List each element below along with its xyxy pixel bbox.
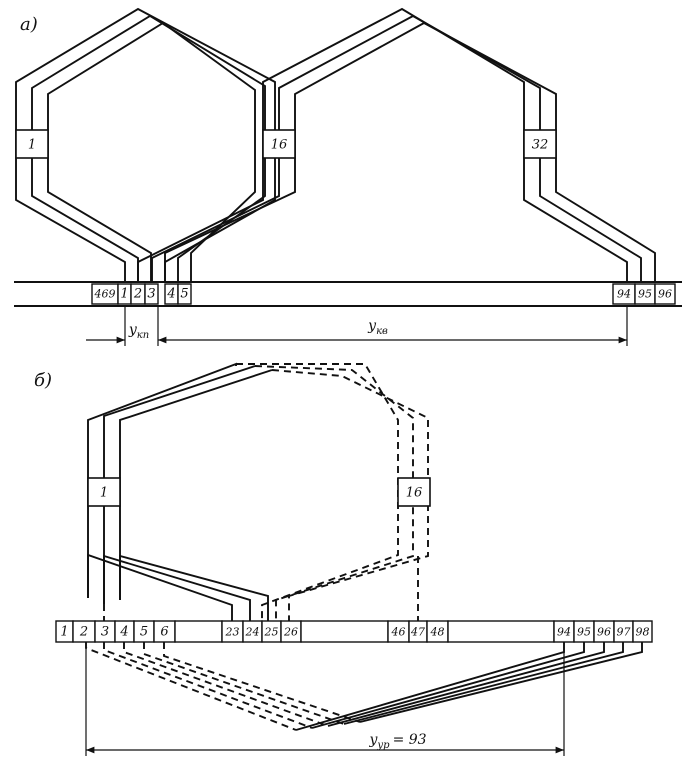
slot-label-a: 1 — [120, 287, 128, 302]
slot-label-b: 94 — [557, 626, 571, 639]
slot-label-a: 469 — [94, 288, 116, 301]
dim-label-b: yур= 93 — [368, 732, 426, 751]
slot-label-b: 23 — [225, 626, 240, 639]
coil-32-label-a: 32 — [532, 138, 549, 153]
slot-label-b: 48 — [430, 626, 445, 639]
coil-1-label-a: 1 — [28, 138, 36, 153]
slot-label-b: 24 — [245, 626, 260, 639]
slot-label-b: 26 — [283, 626, 298, 639]
slot-label-b: 4 — [119, 625, 128, 640]
slot-label-b: 46 — [391, 626, 406, 639]
slot-label-b: 96 — [597, 626, 611, 639]
slot-label-a: 5 — [180, 287, 188, 302]
coil-16-label-box-b — [397, 477, 431, 507]
coil-16-label-box-a — [262, 129, 296, 159]
dim-short-label-a: yкп — [128, 322, 149, 341]
coil-1-label-box-b — [87, 477, 121, 507]
coil-1-a — [15, 7, 276, 282]
coil-16-a — [137, 7, 656, 282]
coil-1-label-b: 1 — [100, 486, 108, 501]
slot-label-b: 6 — [160, 625, 168, 640]
slot-label-a: 95 — [638, 288, 652, 301]
part-a-label: а) — [20, 14, 38, 35]
slot-label-b: 1 — [60, 625, 68, 640]
coil-1-b — [87, 362, 273, 621]
commutator-segments-a — [91, 283, 676, 305]
return-leads-b — [85, 642, 643, 731]
coil-32-label-box-a — [523, 129, 557, 159]
slot-label-b: 95 — [577, 626, 591, 639]
dim-long-label-a: yкв — [367, 318, 388, 337]
slot-label-b: 2 — [79, 625, 88, 640]
slot-label-a: 94 — [617, 288, 631, 301]
slot-label-a: 96 — [658, 288, 672, 301]
slot-label-a: 4 — [166, 287, 175, 302]
slot-label-a: 2 — [133, 287, 142, 302]
coil-1-label-box-a — [15, 129, 49, 159]
slot-label-b: 98 — [636, 626, 650, 639]
slot-label-b: 97 — [617, 626, 631, 639]
coil-16-label-b: 16 — [406, 486, 423, 501]
slot-label-b: 5 — [140, 625, 148, 640]
slot-label-b: 3 — [101, 625, 109, 640]
part-b-label: б) — [34, 370, 52, 391]
coil-16-label-a: 16 — [271, 138, 288, 153]
slot-label-a: 3 — [147, 287, 155, 302]
slot-label-b: 47 — [410, 626, 425, 639]
slot-label-b: 25 — [264, 626, 279, 639]
